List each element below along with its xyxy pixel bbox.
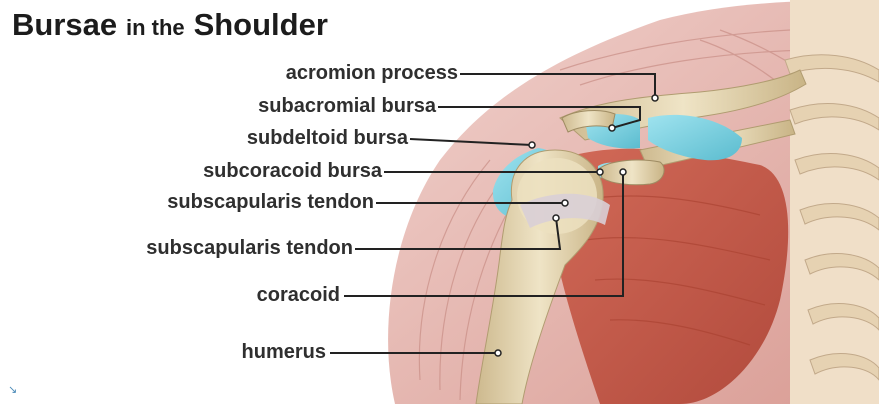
label-acromion-process: acromion process — [286, 62, 458, 84]
coracoid-bone — [600, 160, 664, 185]
label-subcoracoid-bursa: subcoracoid bursa — [203, 160, 382, 182]
label-humerus: humerus — [242, 341, 326, 363]
corner-mark-icon: ↘ — [8, 383, 17, 396]
label-subscapularis-tendon-upper: subscapularis tendon — [167, 191, 374, 213]
label-coracoid: coracoid — [257, 284, 340, 306]
title-part-3: Shoulder — [194, 7, 328, 42]
figure-title: Bursae in the Shoulder — [12, 8, 328, 40]
label-subdeltoid-bursa: subdeltoid bursa — [247, 127, 408, 149]
rib-cage — [785, 0, 879, 404]
title-part-1: Bursae — [12, 7, 117, 42]
label-subacromial-bursa: subacromial bursa — [258, 95, 436, 117]
label-subscapularis-tendon-lower: subscapularis tendon — [146, 237, 353, 259]
title-part-2: in the — [126, 15, 185, 40]
